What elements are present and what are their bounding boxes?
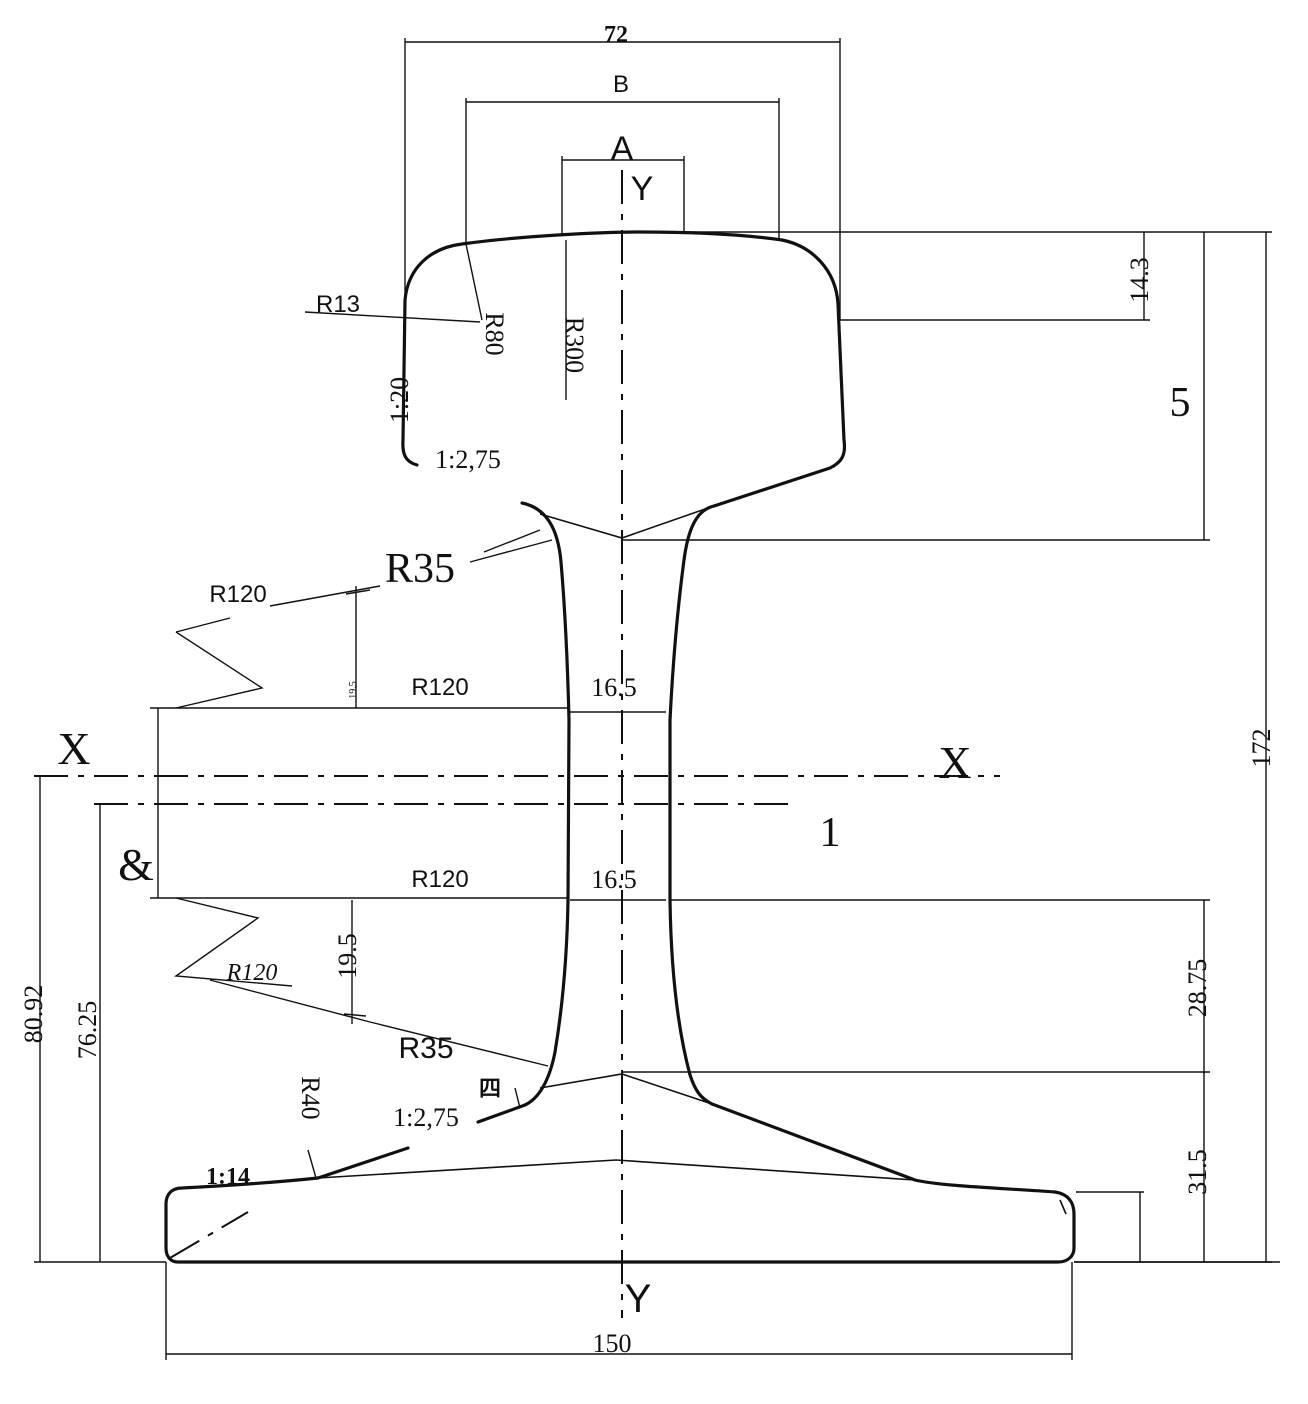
radius-r13-label: R13 xyxy=(316,291,360,318)
radius-r120-mid-upper-label: R120 xyxy=(411,674,468,701)
flange-dash-left xyxy=(169,1211,249,1259)
rail-web-right xyxy=(668,504,716,1106)
dim-28-75-line xyxy=(622,899,1210,1074)
base-construction-line xyxy=(539,1073,713,1105)
dim-28-75-label: 28.75 xyxy=(1183,959,1212,1018)
dim-150-line xyxy=(165,1262,1073,1360)
rail-head-outline xyxy=(401,230,847,508)
dim-76-25-label: 76.25 xyxy=(73,1001,102,1060)
dim-foot-edge-line xyxy=(1076,1191,1144,1262)
dim-a-line xyxy=(561,156,685,236)
radius-r40-label: R40 xyxy=(296,1076,325,1119)
axis-y-bottom-label: Y xyxy=(625,1277,652,1321)
rail-foot-upper-left xyxy=(476,1103,527,1124)
r35-upper-leader xyxy=(469,529,553,563)
slope-flange-label: 1:14 xyxy=(206,1164,250,1190)
dim-b-label: B xyxy=(613,71,629,98)
dim-150-label: 150 xyxy=(593,1329,632,1358)
radius-r120-low-label: R120 xyxy=(226,960,278,986)
axis-x-right-label: X xyxy=(938,737,971,788)
radius-r35-lower-label: R35 xyxy=(398,1032,453,1065)
web-upper-ref-line xyxy=(150,707,666,713)
web-lower-ref-line xyxy=(150,897,666,901)
ampersand-label: & xyxy=(118,839,154,890)
glyph-label: 四 xyxy=(479,1076,501,1101)
dim-16-5-lower-label: 16.5 xyxy=(591,865,637,894)
dim-5-label: 5 xyxy=(1170,380,1191,426)
flange-dash-right xyxy=(1059,1199,1067,1215)
r40-leader xyxy=(307,1149,317,1179)
dim-72-line xyxy=(404,38,841,320)
radius-r80-label: R80 xyxy=(480,312,509,355)
dim-14-3-line xyxy=(838,232,1150,321)
offset-mark-label: 1 xyxy=(820,810,841,856)
axis-x-left-label: X xyxy=(57,723,90,774)
dim-5-line xyxy=(622,232,1210,541)
head-construction-line xyxy=(539,507,709,539)
dim-14-3-label: 14.3 xyxy=(1125,257,1154,303)
slope-head-under-label: 1:2,75 xyxy=(435,445,501,474)
dim-19-5-lower-label: 19.5 xyxy=(333,933,362,979)
slope-base-upper-label: 1:2,75 xyxy=(393,1103,459,1132)
dim-19-5-upper-label: 19.5 xyxy=(348,681,359,699)
dim-172-label: 172 xyxy=(1247,729,1276,768)
dim-80-92-label: 80.92 xyxy=(19,985,48,1044)
rail-web-left xyxy=(520,501,571,1107)
dim-a-label: A xyxy=(611,130,634,168)
radius-r120-mid-lower-label: R120 xyxy=(411,866,468,893)
flange-construction-line xyxy=(317,1159,916,1181)
dim-16-5-upper-label: 16.5 xyxy=(591,673,637,702)
radius-r120-top-label: R120 xyxy=(209,581,266,608)
dim-31-5-label: 31.5 xyxy=(1183,1149,1212,1195)
r13-leader xyxy=(304,311,481,323)
axis-y-top-label: Y xyxy=(631,170,654,208)
r120-lower-zigzag xyxy=(174,897,549,1067)
glyph-leader xyxy=(514,1087,521,1109)
radius-r300-label: R300 xyxy=(560,317,589,373)
dim-b-line xyxy=(465,98,780,244)
rail-foot-outline xyxy=(164,1102,1076,1264)
dim-72-label: 72 xyxy=(604,22,628,48)
r120-upper-zigzag xyxy=(175,585,381,709)
r80-leader xyxy=(465,243,483,321)
radius-r35-upper-label: R35 xyxy=(385,546,455,592)
slope-1-20-label: 1:20 xyxy=(385,377,414,423)
